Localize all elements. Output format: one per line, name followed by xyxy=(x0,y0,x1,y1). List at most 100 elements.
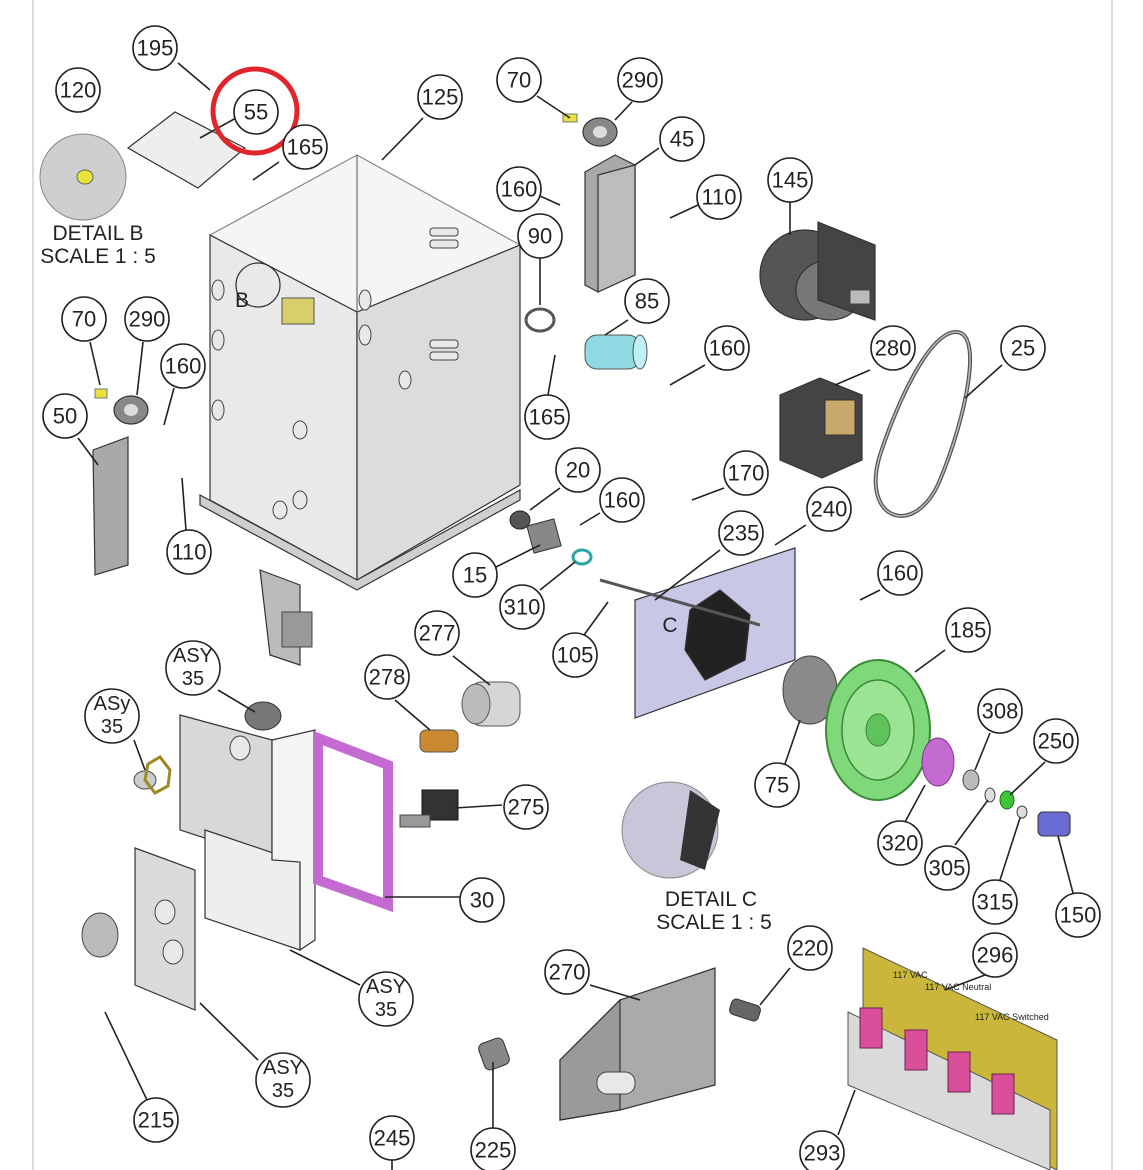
bearing-part-308 xyxy=(962,769,980,791)
callout-45: 45 xyxy=(659,116,705,162)
terminal-label-1: 117 VAC xyxy=(893,970,928,980)
callout-277: 277 xyxy=(414,610,460,656)
switch-bracket-part xyxy=(259,569,313,666)
svg-text:195: 195 xyxy=(137,36,174,61)
small-pulley-part-290-left xyxy=(94,388,149,425)
svg-text:35: 35 xyxy=(272,1080,294,1102)
clamp-part-90 xyxy=(524,307,556,333)
svg-text:293: 293 xyxy=(804,1141,841,1166)
detail-c-cam xyxy=(680,790,720,870)
callout-90: 90 xyxy=(517,213,563,259)
callout-15: 15 xyxy=(452,552,498,598)
bearing-part-20 xyxy=(509,510,531,530)
svg-text:ASy: ASy xyxy=(94,693,131,715)
svg-text:70: 70 xyxy=(507,68,531,93)
callout-235: 235 xyxy=(718,510,764,556)
svg-text:55: 55 xyxy=(244,100,268,125)
bracket-part-270 xyxy=(559,967,716,1121)
svg-text:120: 120 xyxy=(60,78,97,103)
svg-text:225: 225 xyxy=(475,1138,512,1163)
svg-text:270: 270 xyxy=(549,960,586,985)
enclosure-part-125 xyxy=(199,154,522,591)
svg-text:150: 150 xyxy=(1060,903,1097,928)
svg-text:315: 315 xyxy=(977,890,1014,915)
svg-text:160: 160 xyxy=(501,177,538,202)
svg-text:305: 305 xyxy=(929,856,966,881)
knob-part-150 xyxy=(1037,811,1071,837)
flange-part-15 xyxy=(526,518,562,554)
plate-part-45 xyxy=(584,154,636,293)
svg-text:50: 50 xyxy=(53,404,77,429)
callout-185: 185 xyxy=(945,607,991,653)
screw-part-220 xyxy=(729,998,761,1022)
detail-c-marker: C xyxy=(662,614,677,637)
svg-text:290: 290 xyxy=(129,307,166,332)
svg-text:110: 110 xyxy=(171,540,206,565)
svg-text:105: 105 xyxy=(557,643,594,668)
callout-296: 296 xyxy=(972,932,1018,978)
callout-105: 105 xyxy=(552,632,598,678)
svg-text:25: 25 xyxy=(1011,336,1035,361)
switch-part-278 xyxy=(419,729,459,753)
small-pulley-part-290-top xyxy=(562,113,618,147)
svg-text:35: 35 xyxy=(101,716,123,738)
svg-text:290: 290 xyxy=(622,68,659,93)
svg-text:160: 160 xyxy=(882,561,919,586)
svg-text:90: 90 xyxy=(528,224,552,249)
svg-text:310: 310 xyxy=(504,595,541,620)
callout-320: 320 xyxy=(877,820,923,866)
leader-lines xyxy=(77,62,1074,1170)
svg-text:145: 145 xyxy=(772,168,809,193)
drive-plate-part-240 xyxy=(599,547,796,719)
washer-part-315 xyxy=(1016,805,1028,819)
belt-inner-edge xyxy=(874,331,971,517)
svg-text:165: 165 xyxy=(287,135,324,160)
motor-part-145 xyxy=(759,221,876,321)
svg-text:278: 278 xyxy=(369,665,406,690)
callout-55: 55 xyxy=(233,89,279,135)
svg-text:280: 280 xyxy=(875,336,912,361)
plate-part-50 xyxy=(92,436,129,576)
standoff-part-225 xyxy=(478,1037,510,1071)
callout-240: 240 xyxy=(806,486,852,532)
svg-text:240: 240 xyxy=(811,497,848,522)
callout-160-top: 160 xyxy=(496,166,542,212)
callout-160-center: 160 xyxy=(599,477,645,523)
transformer-part-280 xyxy=(779,377,863,479)
large-pulley-part-185 xyxy=(825,659,931,801)
svg-text:215: 215 xyxy=(138,1108,175,1133)
detail-b-scale: SCALE 1 : 5 xyxy=(40,245,156,268)
callout-160-left: 160 xyxy=(160,343,206,389)
callout-290-left: 290 xyxy=(124,296,170,342)
svg-text:170: 170 xyxy=(728,461,765,486)
callout-70-left: 70 xyxy=(61,296,107,342)
callout-110-left: 110 xyxy=(166,529,212,575)
callout-280: 280 xyxy=(870,325,916,371)
callout-275: 275 xyxy=(503,784,549,830)
callout-245: 245 xyxy=(369,1115,415,1161)
callout-160-right: 160 xyxy=(877,550,923,596)
svg-text:30: 30 xyxy=(470,888,494,913)
svg-text:185: 185 xyxy=(950,618,987,643)
callout-220: 220 xyxy=(787,925,833,971)
svg-text:165: 165 xyxy=(529,405,566,430)
callout-195: 195 xyxy=(132,25,178,71)
callout-30: 30 xyxy=(459,877,505,923)
terminal-board-part-296: 117 VAC 117 VAC Neutral 117 VAC Switched xyxy=(847,947,1058,1170)
svg-text:160: 160 xyxy=(165,354,202,379)
detail-b-marker: B xyxy=(235,289,249,312)
callout-165-mid: 165 xyxy=(524,394,570,440)
callout-290-top: 290 xyxy=(617,57,663,103)
callout-293: 293 xyxy=(799,1130,845,1170)
callout-85: 85 xyxy=(624,278,670,324)
svg-text:15: 15 xyxy=(463,563,487,588)
callout-75: 75 xyxy=(754,762,800,808)
svg-text:160: 160 xyxy=(709,336,746,361)
callout-270: 270 xyxy=(544,949,590,995)
svg-text:235: 235 xyxy=(723,521,760,546)
svg-text:160: 160 xyxy=(604,488,641,513)
svg-text:75: 75 xyxy=(765,773,789,798)
